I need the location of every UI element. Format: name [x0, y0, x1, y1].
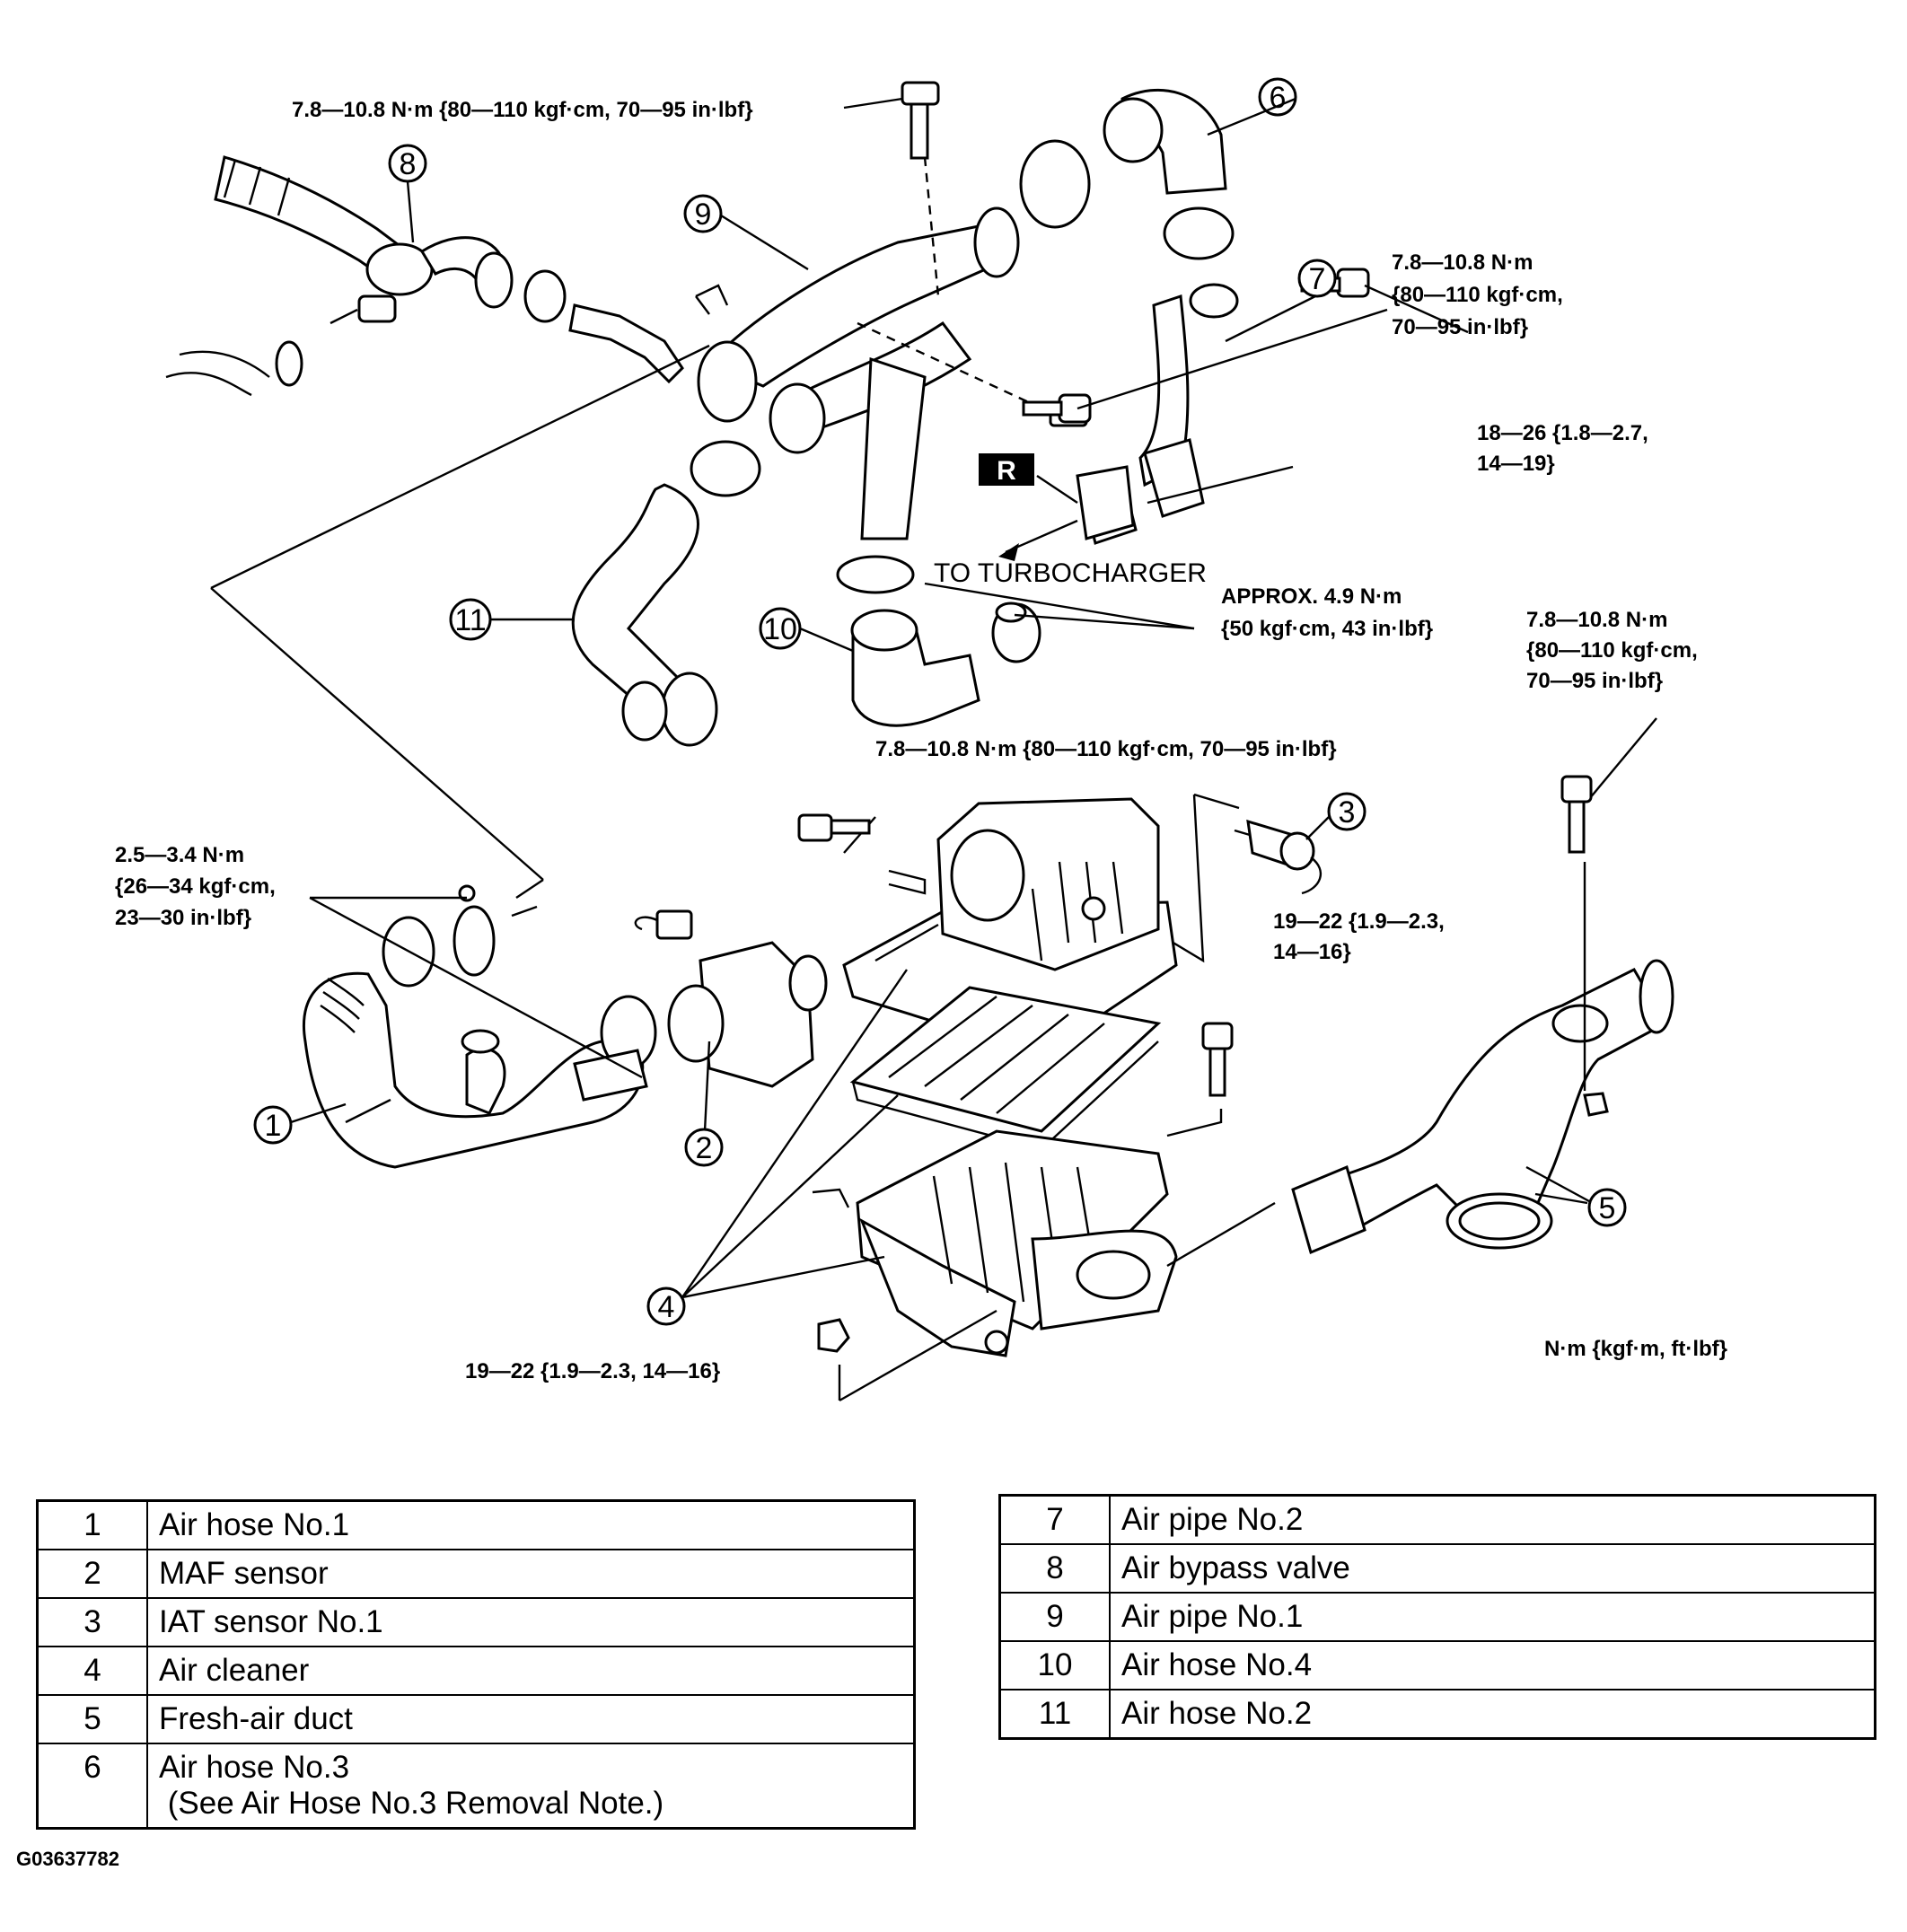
part-name: Air pipe No.1 [1109, 1592, 1876, 1642]
air-bypass-valve-drawing [165, 155, 684, 397]
part-name: Air hose No.2 [1109, 1689, 1876, 1740]
part-name: Air hose No.1 [146, 1499, 916, 1550]
part-number: 2 [36, 1549, 148, 1599]
part-number: 11 [998, 1689, 1111, 1740]
hose-clamp-upper [453, 884, 496, 977]
air-hose-no4-drawing [836, 555, 1041, 727]
bolt-pipe2 [1022, 393, 1092, 424]
part-number: 8 [998, 1543, 1111, 1594]
svg-text:5: 5 [1599, 1191, 1616, 1225]
nut-cleaner-bottom [817, 1318, 850, 1353]
svg-text:1: 1 [265, 1109, 282, 1143]
svg-text:8: 8 [400, 147, 417, 181]
part-number: 1 [36, 1499, 148, 1550]
callout-8: 8 [388, 144, 427, 183]
replace-mark-box [979, 453, 1034, 486]
callout-11: 11 [449, 598, 492, 641]
part-number: 3 [36, 1597, 148, 1647]
part-name: Air hose No.4 [1109, 1640, 1876, 1690]
callout-3: 3 [1327, 792, 1367, 831]
air-hose-no1-drawing [303, 916, 657, 1169]
callout-5: 5 [1587, 1188, 1627, 1227]
part-name: MAF sensor [146, 1549, 916, 1599]
callout-9: 9 [683, 194, 723, 233]
callout-7: 7 [1297, 259, 1337, 298]
torque-hose1-clamp: 2.5—3.4 N·m {26—34 kgf·cm, 23—30 in·lbf} [115, 843, 281, 930]
svg-text:6: 6 [1270, 81, 1287, 115]
svg-text:2: 2 [696, 1131, 713, 1165]
callout-10: 10 [759, 607, 802, 650]
bolt-duct [1560, 775, 1609, 1117]
part-name: Air bypass valve [1109, 1543, 1876, 1594]
replace-mark: R [997, 456, 1016, 486]
torque-pipe2-bolt: 7.8—10.8 N·m {80—110 kgf·cm, 70—95 in·lb… [1392, 250, 1569, 339]
svg-text:9: 9 [695, 198, 712, 232]
iat-sensor-drawing [1112, 793, 1322, 963]
bolt-cleaner-top [797, 813, 871, 842]
torque-turbo-bolt: 18—26 {1.8—2.7, 14—19} [1477, 421, 1654, 476]
part-number: 6 [36, 1743, 148, 1830]
bolt-cleaner-mid [1201, 1022, 1234, 1097]
air-hose-no2-drawing [571, 483, 718, 747]
part-number: 7 [998, 1494, 1111, 1545]
torque-cleaner-bottom: 19—22 {1.9—2.3, 14—16} [465, 1359, 720, 1383]
part-number: 9 [998, 1592, 1111, 1642]
torque-bypass-bolt: 7.8—10.8 N·m {80—110 kgf·cm, 70—95 in·lb… [292, 98, 753, 122]
maf-sensor-drawing [634, 909, 828, 1132]
part-name: Air hose No.3 (See Air Hose No.3 Removal… [146, 1743, 916, 1830]
figure-id: G03637782 [16, 1848, 119, 1870]
air-cleaner-case-drawing [812, 1129, 1178, 1357]
svg-text:10: 10 [763, 612, 797, 646]
air-pipe-no1-drawing [690, 139, 1091, 540]
torque-duct-bolt: 7.8—10.8 N·m {80—110 kgf·cm, 70—95 in·lb… [1526, 608, 1703, 693]
exploded-diagram: R [115, 77, 1727, 1402]
svg-text:3: 3 [1339, 795, 1356, 830]
callout-1: 1 [253, 1105, 293, 1145]
part-number: 4 [36, 1646, 148, 1696]
units-note: N·m {kgf·m, ft·lbf} [1544, 1337, 1727, 1361]
to-turbocharger-label: TO TURBOCHARGER [934, 558, 1207, 588]
part-name: Air pipe No.2 [1109, 1494, 1876, 1545]
torque-hose4-clamp: APPROX. 4.9 N·m {50 kgf·cm, 43 in·lbf} [1221, 584, 1433, 641]
svg-text:7: 7 [1309, 262, 1326, 296]
part-name: Fresh-air duct [146, 1694, 916, 1744]
part-name: IAT sensor No.1 [146, 1597, 916, 1647]
part-number: 10 [998, 1640, 1111, 1690]
svg-text:4: 4 [658, 1290, 675, 1324]
svg-text:11: 11 [454, 603, 486, 637]
part-name: Air cleaner [146, 1646, 916, 1696]
part-number: 5 [36, 1694, 148, 1744]
torque-cleaner-mid: 19—22 {1.9—2.3, 14—16} [1273, 909, 1450, 964]
callout-2: 2 [684, 1128, 724, 1167]
air-cleaner-element-drawing [849, 986, 1162, 1151]
bolt-top [901, 81, 940, 160]
callout-4: 4 [646, 1287, 686, 1326]
fresh-air-duct-drawing [1291, 959, 1674, 1255]
air-hose-no3-drawing [1103, 88, 1235, 260]
torque-cleaner-top: 7.8—10.8 N·m {80—110 kgf·cm, 70—95 in·lb… [875, 737, 1337, 761]
callout-6: 6 [1258, 77, 1297, 117]
